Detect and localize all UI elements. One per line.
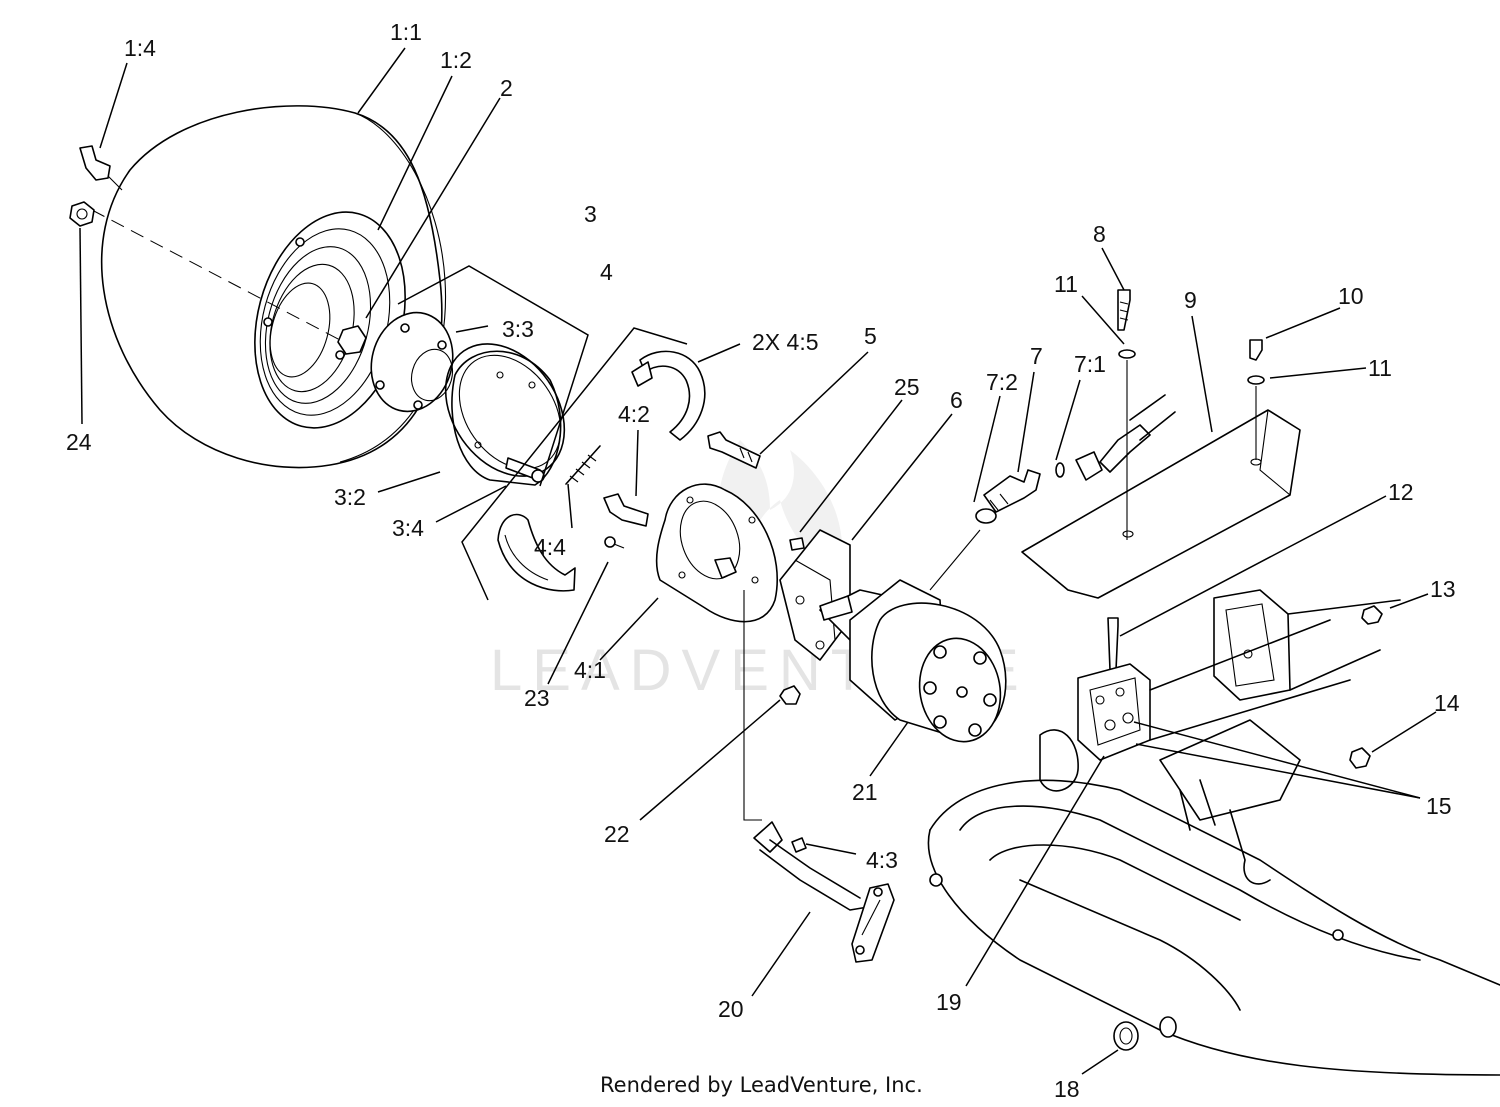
leader-lines: [79, 47, 1437, 1075]
brake-drum: [444, 343, 566, 486]
callout-labels: 1:4 1:1 1:2 2 3 3:3 3:2 3:4 4 2X 4:5 4:2…: [66, 19, 1460, 1102]
hose-fitting-icon: [1075, 394, 1176, 481]
callout-7: 7: [1030, 343, 1043, 369]
callout-1-4: 1:4: [124, 35, 156, 61]
callout-3-3: 3:3: [502, 316, 534, 342]
footer-credit: Rendered by LeadVenture, Inc.: [600, 1073, 923, 1097]
callout-14: 14: [1434, 690, 1460, 716]
callout-11-lower: 11: [1368, 355, 1392, 381]
callout-3-4: 3:4: [392, 515, 424, 541]
callout-3-2: 3:2: [334, 484, 366, 510]
group-3-bracket: [397, 265, 589, 487]
brake-pedal-20: [753, 821, 895, 963]
clip-4-3-icon: [791, 837, 807, 853]
group-4-bracket: [461, 327, 688, 601]
washer-11b-icon: [1247, 375, 1265, 385]
frame-assembly: [927, 589, 1500, 1076]
spring-icon: [565, 445, 601, 485]
callout-9: 9: [1184, 287, 1197, 313]
lug-nut-icon: [337, 325, 367, 355]
tire-assembly: [91, 105, 447, 469]
callout-24: 24: [66, 429, 92, 455]
callout-15: 15: [1426, 793, 1452, 819]
callout-5: 5: [864, 323, 877, 349]
bolt-10-icon: [1249, 339, 1263, 361]
callout-6: 6: [950, 387, 963, 413]
callout-22: 22: [604, 821, 630, 847]
callout-23: 23: [524, 685, 550, 711]
callout-4-3: 4:3: [866, 847, 898, 873]
backing-plate: [655, 483, 778, 623]
washer-11-icon: [1118, 349, 1136, 359]
callout-1-1: 1:1: [390, 19, 422, 45]
callout-13: 13: [1430, 576, 1456, 602]
callout-11-upper: 11: [1054, 271, 1078, 297]
callout-12: 12: [1388, 479, 1414, 505]
valve-stem-icon: [79, 145, 123, 191]
motor-shaft-icon: [819, 595, 853, 621]
callout-4-4: 4:4: [534, 534, 566, 560]
callout-19: 19: [936, 989, 962, 1015]
bushing-18-icon: [1113, 1016, 1177, 1051]
callout-2: 2: [500, 75, 513, 101]
bolt-8-icon: [1117, 289, 1131, 331]
callout-4: 4: [600, 259, 613, 285]
o-ring-7-2-icon: [975, 508, 997, 524]
callout-7-1: 7:1: [1074, 351, 1106, 377]
shield-9: [1021, 409, 1301, 599]
brake-shoe-lower: [497, 513, 576, 592]
nut-22-icon: [779, 685, 801, 705]
callout-21: 21: [852, 779, 878, 805]
callout-18: 18: [1054, 1076, 1080, 1102]
callout-7-2: 7:2: [986, 369, 1018, 395]
wheel-hub: [370, 311, 454, 413]
adjuster-bolt-icon: [603, 493, 649, 527]
callout-25: 25: [894, 374, 920, 400]
callout-4-2: 4:2: [618, 401, 650, 427]
callout-8: 8: [1093, 221, 1106, 247]
nut-14-icon: [1349, 747, 1371, 769]
nut-13-icon: [1361, 605, 1383, 625]
bolt-12-icon: [1107, 617, 1119, 671]
fitting-7-icon: [983, 469, 1041, 513]
callout-1-2: 1:2: [440, 47, 472, 73]
bolt-5-icon: [707, 431, 761, 469]
o-ring-7-1-icon: [1055, 462, 1065, 478]
hydraulic-motor: [819, 579, 1007, 743]
brake-shoe-upper: [631, 350, 706, 441]
callout-2x-4-5: 2X 4:5: [752, 329, 819, 355]
lug-nut-24-icon: [69, 201, 95, 227]
screw-23-icon: [604, 536, 625, 549]
callout-10: 10: [1338, 283, 1364, 309]
callout-4-1: 4:1: [574, 657, 606, 683]
callout-20: 20: [718, 996, 744, 1022]
callout-3: 3: [584, 201, 597, 227]
